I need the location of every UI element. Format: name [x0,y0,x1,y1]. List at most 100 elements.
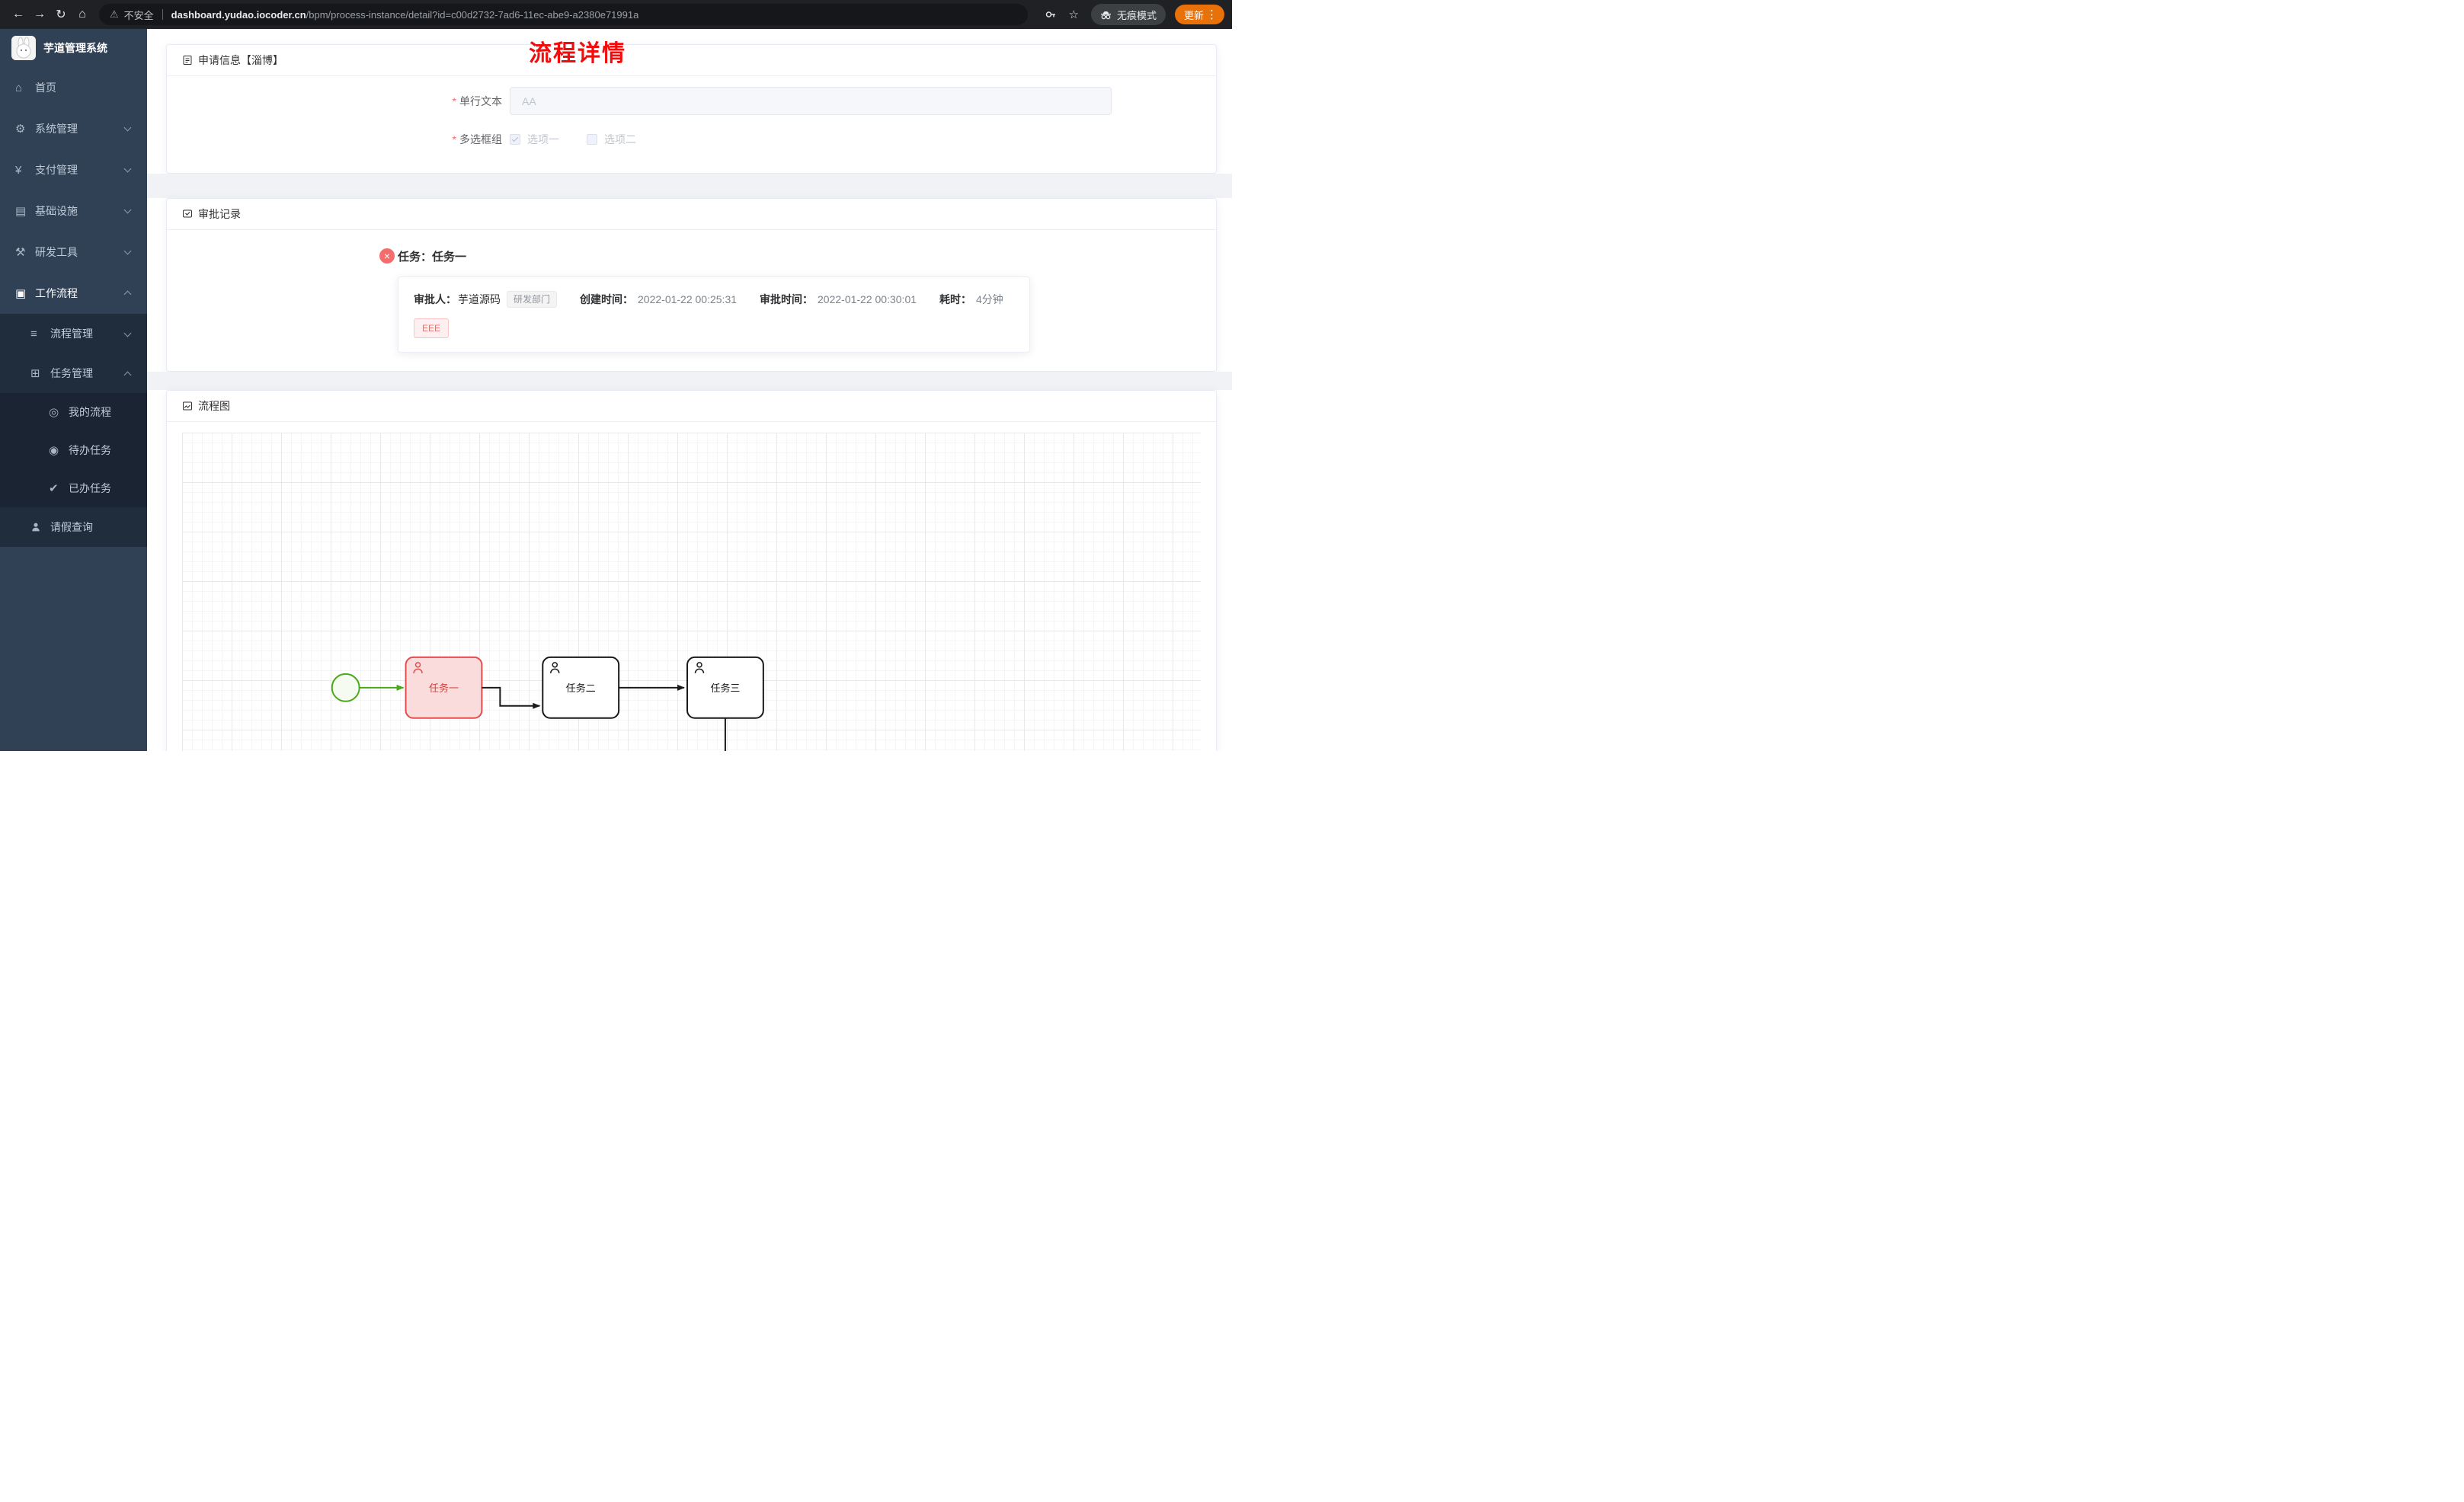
bpmn-task-2[interactable]: 任务二 [542,656,620,719]
sidebar-item-label: 流程管理 [50,328,93,340]
approver-group: 审批人： 芋道源码 研发部门 [414,291,558,308]
security-label: 不安全 [123,9,154,21]
sidebar-item-label: 支付管理 [35,164,78,176]
approval-detail-card: 审批人： 芋道源码 研发部门 创建时间： 2022-01-22 00:25:31… [398,276,1030,353]
sidebar-item-done-tasks[interactable]: ✔ 已办任务 [0,469,147,507]
sidebar-item-label: 系统管理 [35,123,78,135]
todo-eye-icon: ◉ [49,444,59,457]
sidebar-item-devtools[interactable]: ⚒ 研发工具 [0,232,147,273]
infrastructure-icon: ▤ [15,205,27,218]
task-tree-icon: ⊞ [30,367,40,380]
sidebar-item-task-mgmt[interactable]: ⊞ 任务管理 [0,353,147,393]
incognito-badge: 无痕模式 [1090,4,1166,25]
update-button[interactable]: 更新 ⋮ [1174,5,1224,24]
sidebar-item-process-mgmt[interactable]: ≡ 流程管理 [0,314,147,353]
update-label: 更新 [1183,9,1204,21]
duration-label: 耗时： [939,293,972,305]
error-close-icon: × [379,248,395,264]
checkbox-checked-icon[interactable] [510,134,520,145]
checkbox-option-1[interactable]: 选项一 [510,132,559,147]
incognito-label: 无痕模式 [1116,9,1157,21]
comment-tag: EEE [414,318,450,338]
checkbox-group: 选项一 选项二 [510,132,636,147]
sidebar-item-home[interactable]: ⌂ 首页 [0,67,147,108]
chevron-down-icon [123,206,132,214]
duration-group: 耗时： 4分钟 [939,292,1003,307]
section-gap [147,372,1232,390]
page-title: 流程详情 [529,41,626,66]
sidebar-filler [0,547,147,751]
sidebar-item-payment[interactable]: ¥ 支付管理 [0,149,147,190]
app-logo: 芋道管理系统 [0,29,147,67]
checkbox-unchecked-icon[interactable] [587,134,597,145]
home-button[interactable]: ⌂ [78,8,86,21]
bookmark-star-icon[interactable]: ☆ [1068,8,1079,21]
bpmn-svg: 任务一 任务二 任务三 [331,656,764,751]
checkbox-option-2[interactable]: 选项二 [587,132,636,147]
sidebar: 芋道管理系统 ⌂ 首页 ⚙ 系统管理 ¥ 支付管理 ▤ 基础设施 ⚒ 研发工具 … [0,29,147,751]
checkbox-group-label: *多选框组 [452,133,502,145]
sidebar-item-infrastructure[interactable]: ▤ 基础设施 [0,190,147,232]
sidebar-item-todo-tasks[interactable]: ◉ 待办任务 [0,431,147,469]
approval-meta-row: 审批人： 芋道源码 研发部门 创建时间： 2022-01-22 00:25:31… [414,291,1014,308]
text-field-label: *单行文本 [452,94,502,107]
task-title: 任务：任务一 [398,251,467,264]
chevron-up-icon [123,371,132,379]
menu-kebab-icon[interactable]: ⋮ [1206,8,1218,21]
chevron-down-icon [123,329,132,337]
address-bar[interactable]: ⚠ 不安全 dashboard.yudao.iocoder.cn/bpm/pro… [99,4,1028,25]
sidebar-item-label: 已办任务 [69,482,111,494]
document-icon [182,55,193,66]
text-field-row: *单行文本 [167,87,1216,115]
sidebar-item-my-process[interactable]: ◎ 我的流程 [0,393,147,431]
done-task-icon: ✔ [49,482,59,495]
approval-record-card: 审批记录 × 任务：任务一 审批人： 芋道源码 研发部门 [166,198,1217,372]
chevron-down-icon [123,165,132,173]
approved-time-group: 审批时间： 2022-01-22 00:30:01 [760,292,917,307]
bpmn-task-1[interactable]: 任务一 [405,656,483,719]
sidebar-item-label: 首页 [35,81,56,94]
bpmn-start-event[interactable] [331,673,360,702]
checkbox-option-label: 选项二 [604,133,636,145]
process-diagram-title: 流程图 [198,400,230,412]
process-diagram-card: 流程图 [166,390,1217,751]
url-text: dashboard.yudao.iocoder.cn/bpm/process-i… [171,9,639,21]
apply-info-header: 申请信息【淄博】 [167,45,1216,76]
key-icon[interactable] [1045,8,1057,21]
sidebar-item-label: 基础设施 [35,205,78,217]
url-host: dashboard.yudao.iocoder.cn [171,8,306,21]
workflow-icon: ▣ [15,287,27,300]
url-path: /bpm/process-instance/detail?id=c00d2732… [306,8,639,21]
approval-record-header: 审批记录 [167,199,1216,230]
tools-icon: ⚒ [15,246,26,259]
reload-button[interactable]: ↻ [56,8,66,21]
browser-toolbar: ← → ↻ ⌂ ⚠ 不安全 dashboard.yudao.iocoder.cn… [0,0,1232,29]
created-time: 2022-01-22 00:25:31 [638,293,738,305]
sidebar-item-system[interactable]: ⚙ 系统管理 [0,108,147,149]
gear-icon: ⚙ [15,123,26,136]
dashboard-icon: ⌂ [15,81,23,94]
bpmn-task-3-label: 任务三 [710,682,740,694]
approved-time: 2022-01-22 00:30:01 [818,293,917,305]
required-asterisk: * [452,94,456,107]
checkbox-group-row: *多选框组 选项一 选项二 [167,132,1216,147]
bpmn-task-3[interactable]: 任务三 [686,656,764,719]
sidebar-item-workflow[interactable]: ▣ 工作流程 [0,273,147,314]
created-label: 创建时间： [580,293,634,305]
not-secure-warning-icon: ⚠ [110,8,119,20]
sidebar-item-label: 请假查询 [50,521,93,533]
sidebar-item-label: 我的流程 [69,406,111,418]
bpmn-canvas[interactable]: 任务一 任务二 任务三 [182,433,1201,751]
back-button[interactable]: ← [12,8,24,21]
forward-button[interactable]: → [34,8,46,21]
sidebar-item-label: 工作流程 [35,287,78,299]
sidebar-item-label: 待办任务 [69,444,111,456]
apply-info-card: 申请信息【淄博】 *单行文本 *多选框组 选项一 [166,44,1217,174]
timeline-item: × 任务：任务一 [379,248,1201,264]
section-gap [147,174,1232,198]
bpmn-flow-task1-to-task2 [482,686,541,709]
record-icon [182,209,193,219]
sidebar-item-leave-query[interactable]: 请假查询 [0,507,147,547]
chevron-down-icon [123,123,132,132]
single-line-text-input[interactable] [510,87,1112,115]
